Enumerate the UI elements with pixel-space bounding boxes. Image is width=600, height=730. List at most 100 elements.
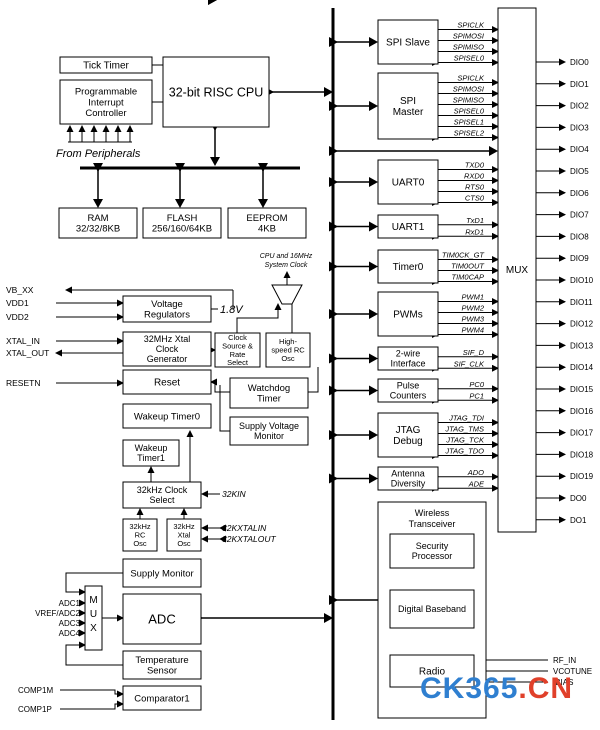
reset-box (122, 369, 212, 395)
supply-monitor-box-label: Supply Monitor (130, 568, 193, 579)
spi-master-signal: SPISEL1 (454, 118, 484, 127)
jtag-box-label: Debug (393, 436, 422, 447)
antenna-signal: ADE (468, 479, 485, 488)
reset-box-label: Reset (154, 378, 180, 389)
antenna-box (377, 466, 439, 491)
spi-slave-signal: SPICLK (457, 21, 485, 30)
from-peripherals-label: From Peripherals (56, 148, 141, 160)
mux-label: MUX (506, 265, 529, 276)
pulse-box (377, 378, 439, 403)
tick-timer-box-label: Tick Timer (83, 61, 129, 72)
timer0-box-label: Timer0 (393, 262, 424, 273)
timer0-signal: TIM0CK_GT (442, 251, 486, 260)
adc-mux-label: X (90, 623, 97, 634)
pwms-signal: PWM4 (462, 326, 485, 335)
xtal-generator-box-label: 32MHz Xtal (144, 334, 191, 344)
pwms-signal: PWM2 (462, 304, 485, 313)
flash-box-label: 256/160/64KB (152, 224, 212, 235)
jtag-signal: JTAG_TCK (445, 436, 485, 445)
ram-box (58, 207, 138, 239)
twowire-signal: SIF_D (463, 348, 485, 357)
pin-k32xtalout: 32KXTALOUT (222, 534, 277, 544)
wakeup1-box (122, 439, 180, 467)
security-processor-box (389, 533, 475, 569)
uart0-box (377, 159, 439, 205)
interrupt-controller-box-label: Programmable (75, 87, 137, 98)
dio-pin: DIO18 (570, 450, 594, 459)
pin-vb_xx: VB_XX (6, 285, 34, 295)
mux-box (497, 7, 537, 533)
pin-adc2: VREF/ADC2 (35, 609, 80, 618)
antenna-box-label: Diversity (391, 479, 426, 489)
clock-select-box-label: Clock (228, 333, 247, 342)
cpu-box-label: 32-bit RISC CPU (169, 85, 263, 99)
dio-pin: DIO14 (570, 363, 594, 372)
temp-to-mux (65, 641, 123, 666)
rf-pin: RF_IN (553, 656, 576, 665)
watchdog-clock (308, 367, 319, 393)
watchdog-box-label: Timer (257, 394, 281, 405)
spi-master-box (377, 72, 439, 140)
antenna-signal: ADO (467, 468, 484, 477)
v18-label: 1.8V (220, 304, 244, 316)
jtag-signal: JTAG_TDI (448, 414, 484, 423)
uart0-signal: CTS0 (465, 194, 485, 203)
pwms-signal: PWM1 (462, 293, 485, 302)
wireless-label: Transceiver (409, 519, 456, 529)
pin-k32in: 32KIN (222, 489, 246, 499)
digital-baseband-box (389, 589, 475, 629)
rc-osc-box-label: speed RC (271, 346, 305, 355)
pin-adc1: ADC1 (59, 599, 81, 608)
supply-to-mux (65, 572, 123, 596)
flash-box-label: FLASH (167, 213, 198, 224)
pin-adc4: ADC4 (59, 629, 81, 638)
spi-slave-signal: SPISEL0 (454, 54, 485, 63)
dio-pin: DIO1 (570, 80, 589, 89)
svm-to-reset (219, 385, 230, 432)
wakeup1-box-label: Timer1 (137, 453, 165, 463)
rc32k-box (122, 518, 158, 552)
interrupt-controller-box-label: Interrupt (88, 97, 124, 108)
select-to-mux (236, 303, 282, 333)
spi-master-signal: SPISEL2 (454, 129, 485, 138)
pulse-signal: PC0 (469, 380, 484, 389)
dio-pin: DIO6 (570, 189, 589, 198)
comparator-box (122, 685, 202, 711)
adc-mux-box (84, 585, 103, 651)
eeprom-box (227, 207, 307, 239)
comparator-box-label: Comparator1 (134, 693, 189, 704)
radio-box-label: Radio (419, 667, 446, 678)
spi-slave-box-label: SPI Slave (386, 38, 430, 49)
adc-mux-label: M (89, 595, 97, 606)
supply-voltage-monitor-box-label: Supply Voltage (239, 421, 299, 431)
uart1-signal: TxD1 (466, 216, 484, 225)
uart0-signal: RTS0 (465, 183, 485, 192)
spi-slave-signal: SPIMISO (453, 43, 484, 52)
uart1-box-label: UART1 (392, 222, 425, 233)
twowire-box (377, 346, 439, 371)
rc-osc-box-label: Osc (281, 354, 295, 363)
adc-box (122, 593, 202, 645)
clk32k-select-box-label: Select (149, 495, 175, 505)
eeprom-box-label: EEPROM (246, 213, 287, 224)
spi-master-signal: SPICLK (457, 74, 485, 83)
dio-pin: DIO4 (570, 145, 589, 154)
cpu-clock-note: CPU and 16MHz (260, 253, 313, 260)
dio-pin: DIO7 (570, 211, 589, 220)
pin-k32xtalin: 32KXTALIN (222, 523, 267, 533)
cpu-clock-note: System Clock (265, 262, 308, 269)
rc-osc-box (265, 332, 311, 368)
jtag-box-label: JTAG (396, 425, 421, 436)
watchdog-box-label: Watchdog (248, 383, 290, 394)
watermark-part2: .CN (518, 672, 574, 705)
pin-adc3: ADC3 (59, 619, 81, 628)
spi-slave-signal: SPIMOSI (453, 32, 484, 41)
dio-pin: DIO15 (570, 385, 594, 394)
pin-resetn: RESETN (6, 378, 40, 388)
tick-timer-box (59, 56, 153, 74)
pwms-box (377, 291, 439, 337)
dio-pin: DIO16 (570, 407, 594, 416)
wakeup0-box (122, 403, 212, 429)
spi-master-box-label: SPI (400, 96, 416, 107)
